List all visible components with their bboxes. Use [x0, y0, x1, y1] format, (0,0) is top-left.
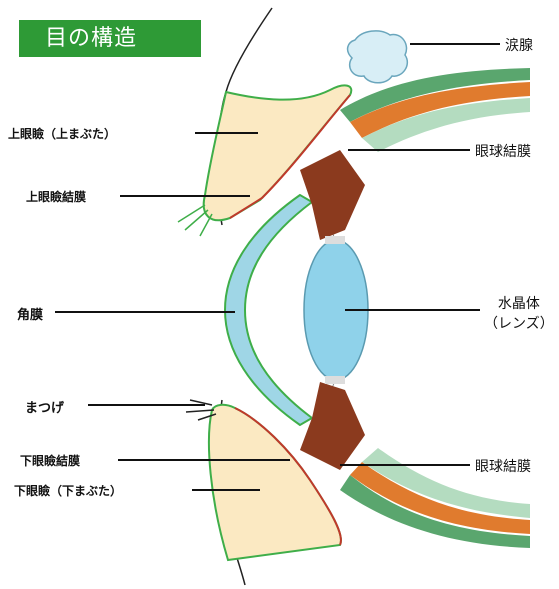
zonule-top [325, 236, 345, 244]
label-upper-eyelid: 上眼瞼（上まぶた） [8, 125, 116, 142]
label-upper-palpebral-conjunctiva: 上眼瞼結膜 [26, 188, 86, 205]
iris-bottom [300, 382, 365, 470]
iris-top [300, 150, 365, 240]
label-lacrimal-gland: 涙腺 [505, 35, 533, 55]
label-eyelash: まつげ [25, 397, 64, 416]
label-bulbar-conjunctiva-bottom: 眼球結膜 [475, 456, 531, 476]
label-cornea: 角膜 [17, 304, 43, 323]
lacrimal-gland [348, 31, 408, 83]
cornea-shape [225, 195, 312, 425]
label-bulbar-conjunctiva-top: 眼球結膜 [475, 141, 531, 161]
label-lens-line2: （レンズ） [484, 314, 554, 334]
label-lens: 水晶体 （レンズ） [484, 294, 554, 334]
label-lower-eyelid: 下眼瞼（下まぶた） [14, 482, 122, 499]
label-lower-palpebral-conjunctiva: 下眼瞼結膜 [20, 452, 80, 469]
label-lens-line1: 水晶体 [484, 294, 554, 314]
zonule-bottom [325, 376, 345, 384]
